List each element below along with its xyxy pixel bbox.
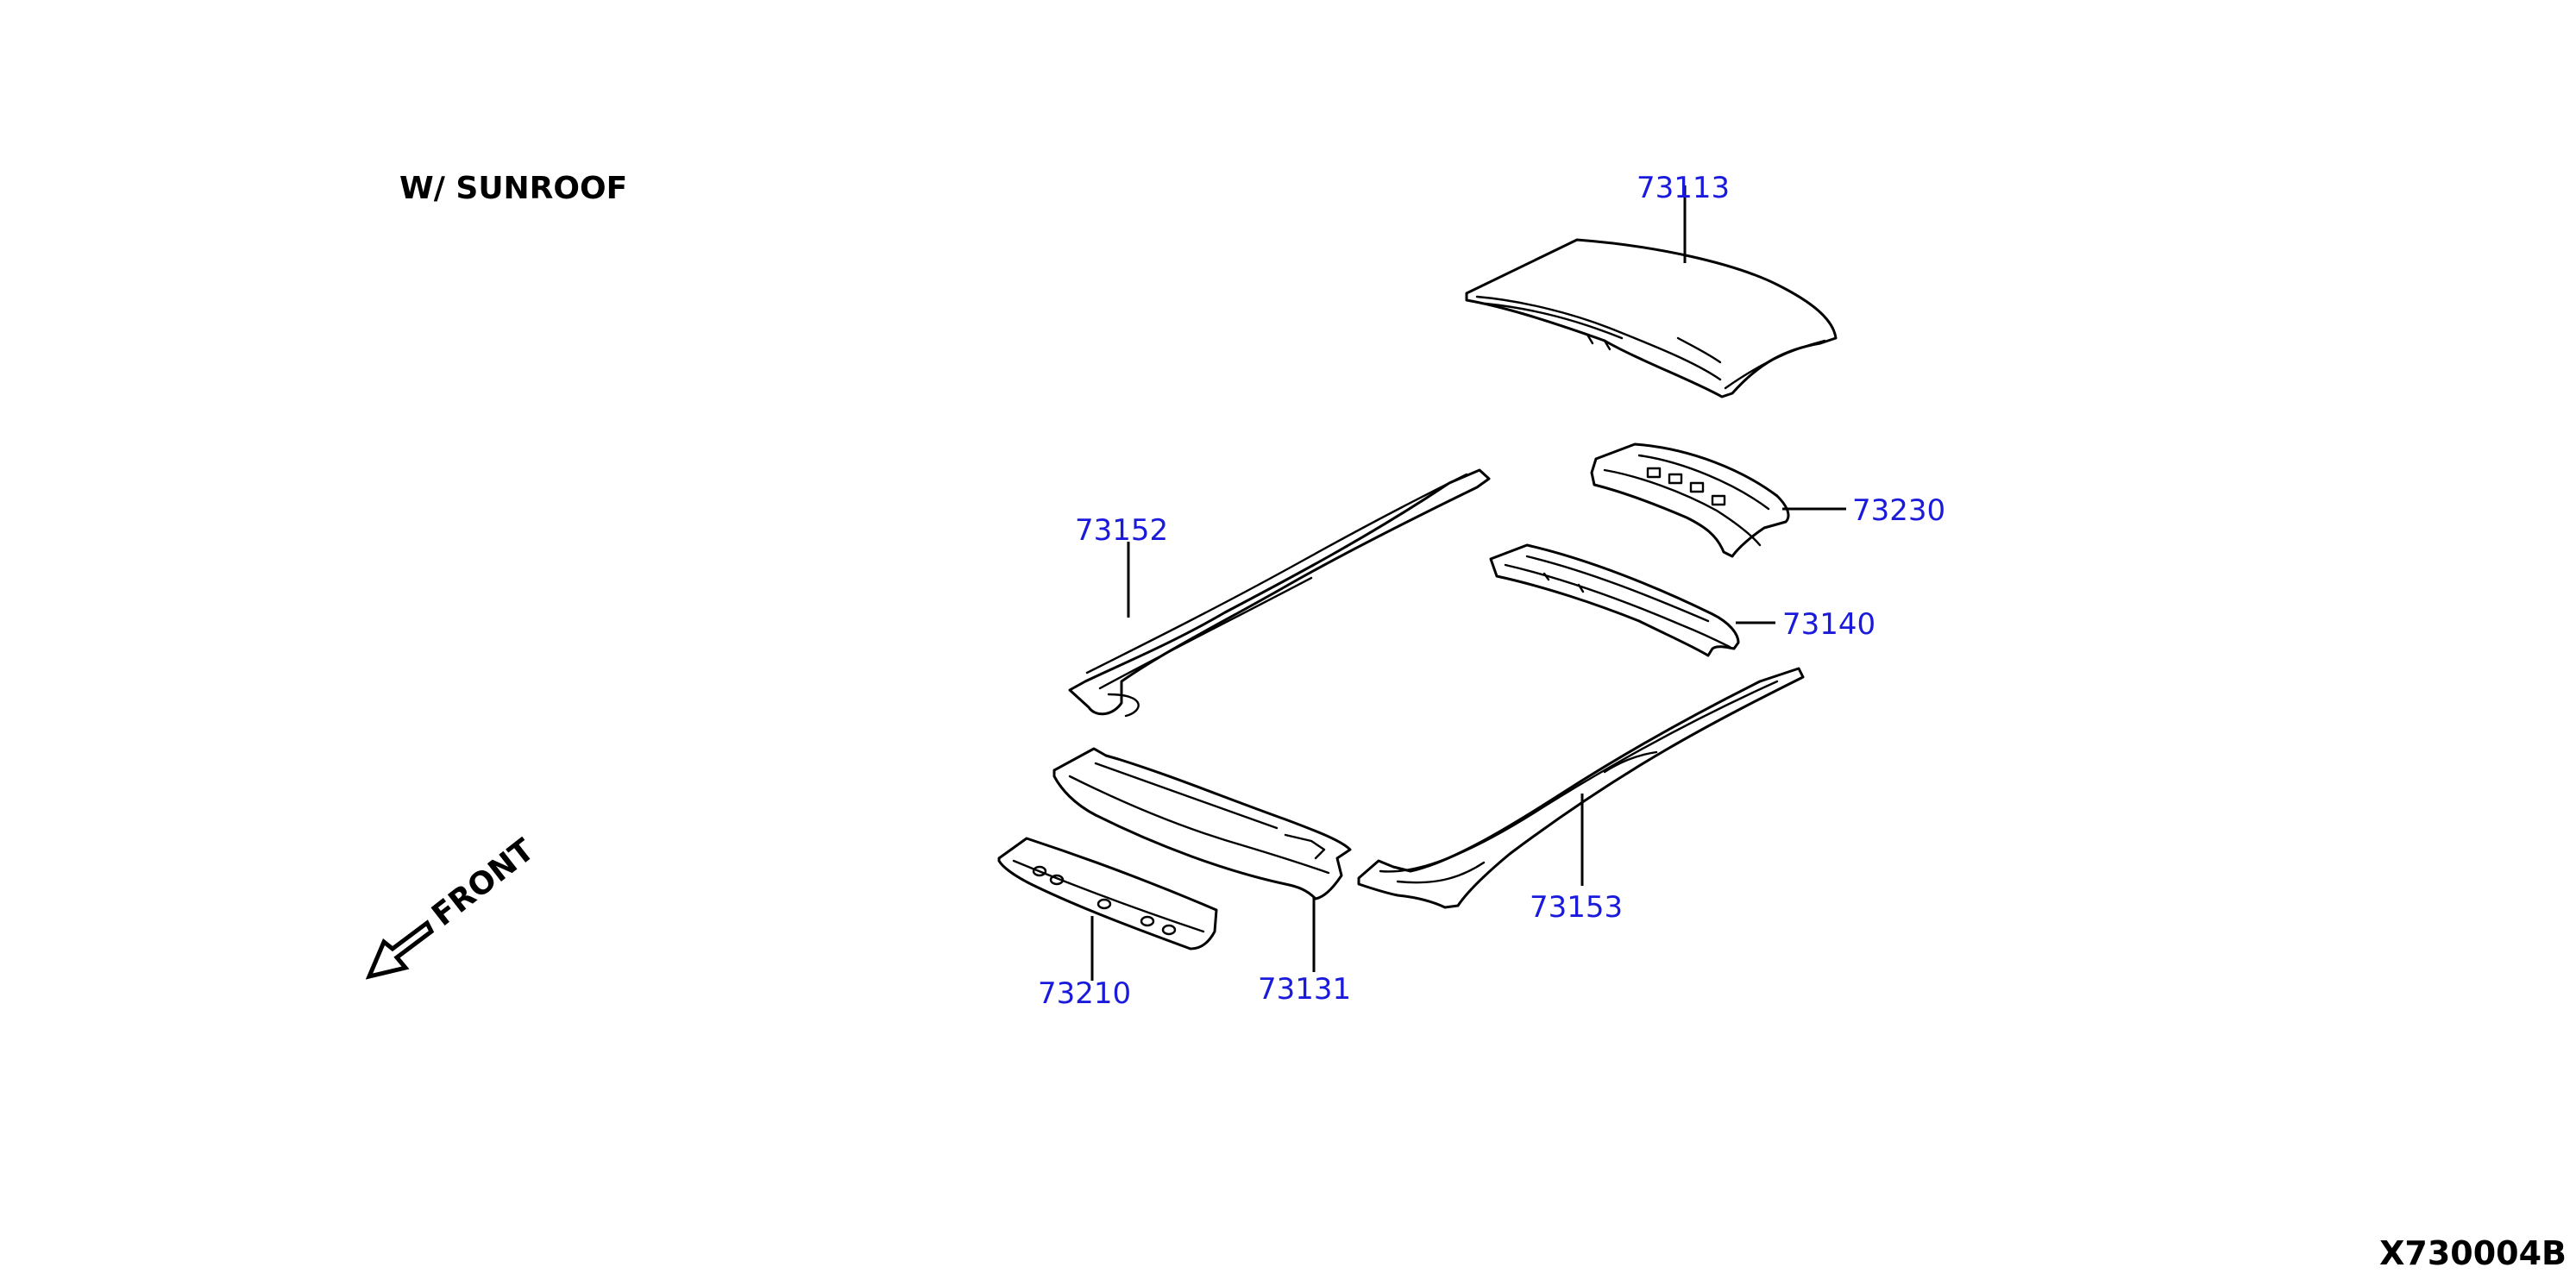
part-number-73230[interactable]: 73230	[1852, 493, 1945, 528]
part-roof-panel[interactable]	[1465, 238, 1838, 398]
part-front-roof-rail[interactable]	[1052, 747, 1352, 900]
part-left-roof-side-rail[interactable]	[1068, 468, 1491, 718]
part-number-73153[interactable]: 73153	[1530, 890, 1623, 925]
front-direction-label: FRONT	[425, 832, 541, 933]
front-direction-arrow-icon	[365, 919, 435, 980]
part-number-73152[interactable]: 73152	[1075, 513, 1168, 548]
part-right-roof-side-rail[interactable]	[1357, 667, 1805, 909]
part-number-73140[interactable]: 73140	[1782, 607, 1875, 642]
part-number-73131[interactable]: 73131	[1258, 972, 1351, 1007]
drawing-code: X730004B	[2379, 1234, 2567, 1272]
part-rear-roof-reinforcement[interactable]	[1590, 442, 1790, 558]
part-number-73113[interactable]: 73113	[1637, 171, 1730, 205]
part-front-roof-reinforcement[interactable]	[997, 837, 1218, 951]
part-center-roof-bow[interactable]	[1489, 543, 1740, 657]
variant-label: W/ SUNROOF	[399, 171, 627, 206]
part-number-73210[interactable]: 73210	[1038, 976, 1131, 1011]
